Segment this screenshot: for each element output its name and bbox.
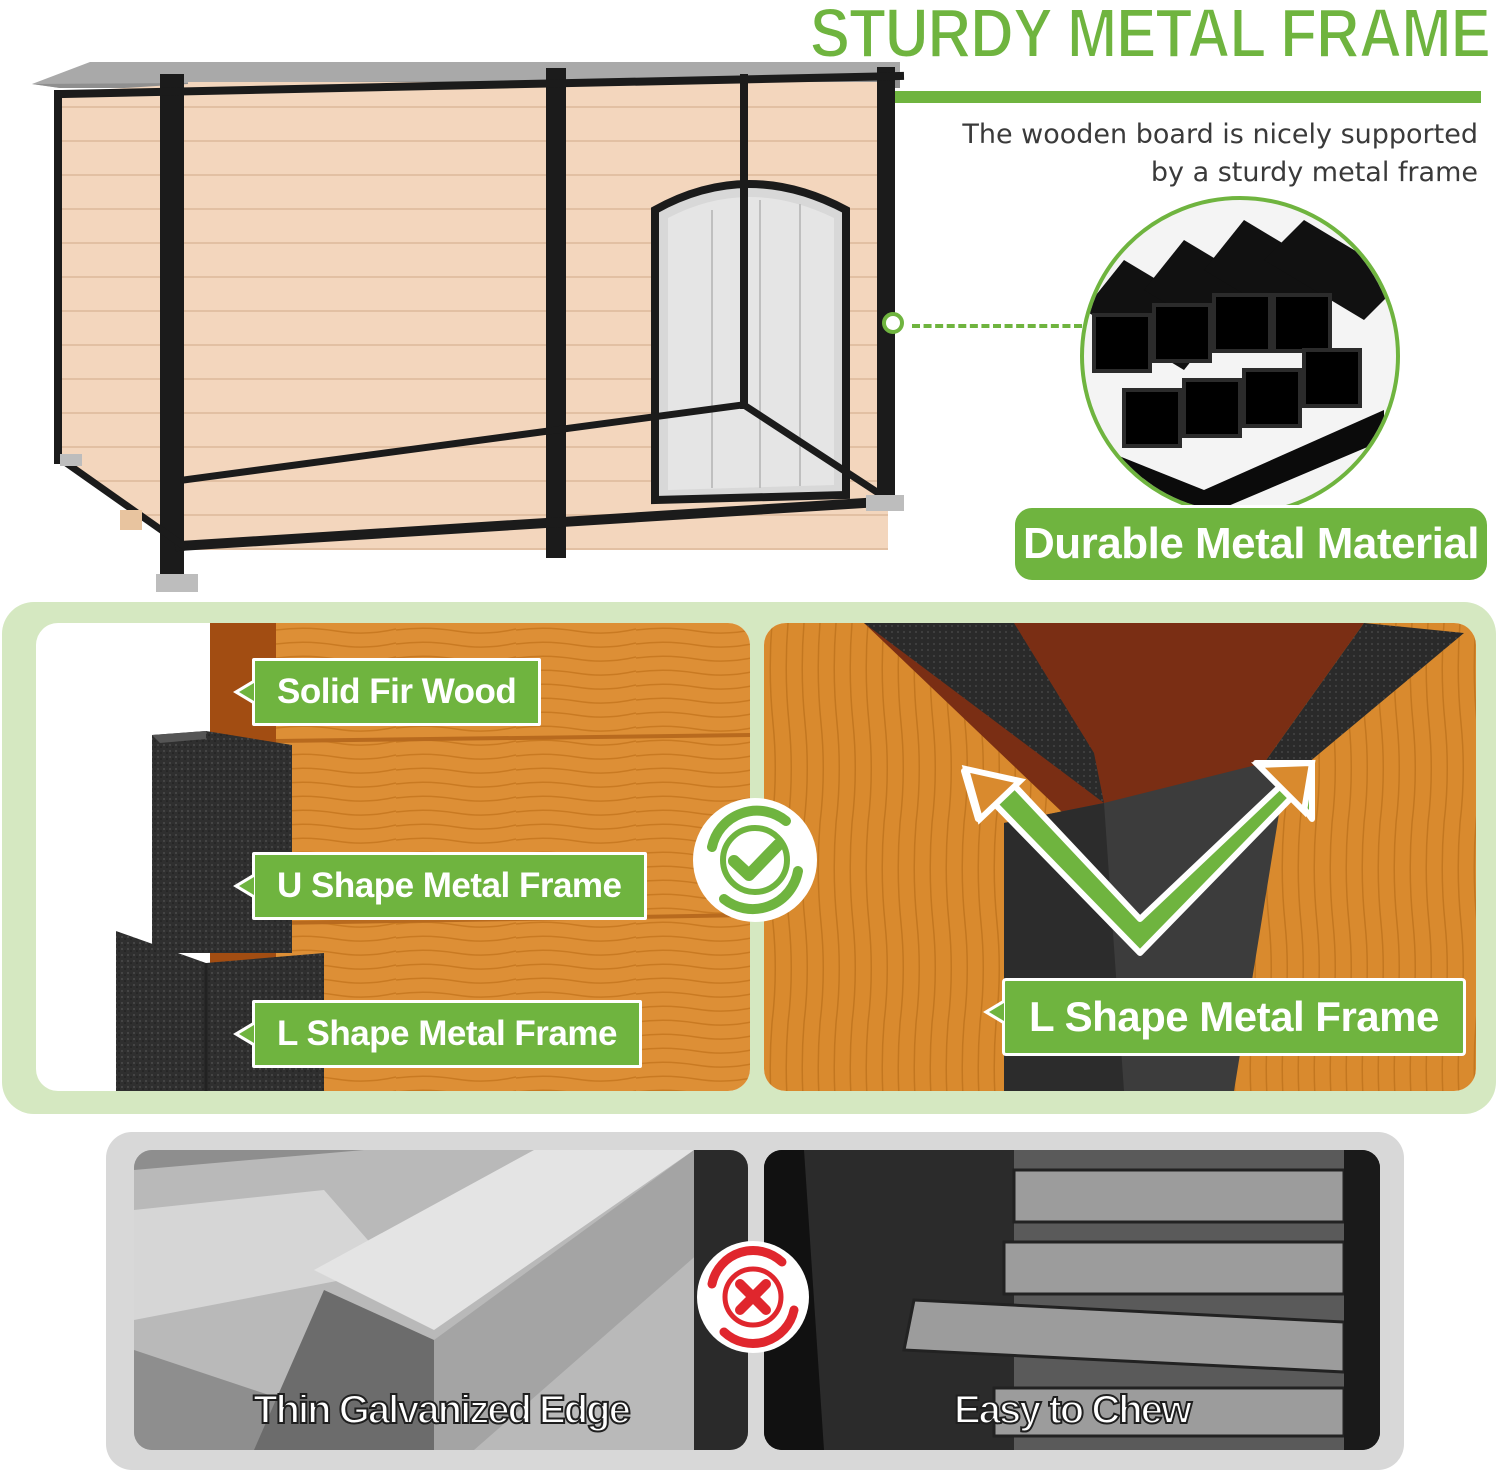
check-circle-icon: [693, 798, 817, 922]
x-circle-icon: [697, 1241, 809, 1353]
dog-house-image: [32, 62, 905, 592]
durable-metal-material-label: Durable Metal Material: [1012, 505, 1490, 583]
tag-solid-fir-wood: Solid Fir Wood: [232, 658, 542, 726]
square-tubes-icon: [1084, 220, 1396, 512]
connector-dashed-line: [912, 324, 1082, 328]
subtitle: The wooden board is nicely supported by …: [900, 116, 1478, 192]
connector-dot: [882, 312, 904, 334]
tag-l-shape-metal-frame: L Shape Metal Frame: [233, 1000, 642, 1068]
thin-galvanized-edge-label: Thin Galvanized Edge: [252, 1387, 632, 1433]
subtitle-line-1: The wooden board is nicely supported: [962, 119, 1478, 150]
thin-galvanized-edge-image: [134, 1150, 748, 1450]
tag-u-shape-metal-frame: U Shape Metal Frame: [233, 852, 647, 920]
page-title: STURDY METAL FRAME: [809, 0, 1492, 72]
metal-tubes-closeup: [1080, 196, 1400, 516]
tag-l-shape-metal-frame-right: L Shape Metal Frame: [983, 978, 1466, 1056]
easy-to-chew-image: [764, 1150, 1380, 1450]
subtitle-line-2: by a sturdy metal frame: [1150, 157, 1478, 188]
easy-to-chew-label: Easy to Chew: [953, 1387, 1193, 1433]
